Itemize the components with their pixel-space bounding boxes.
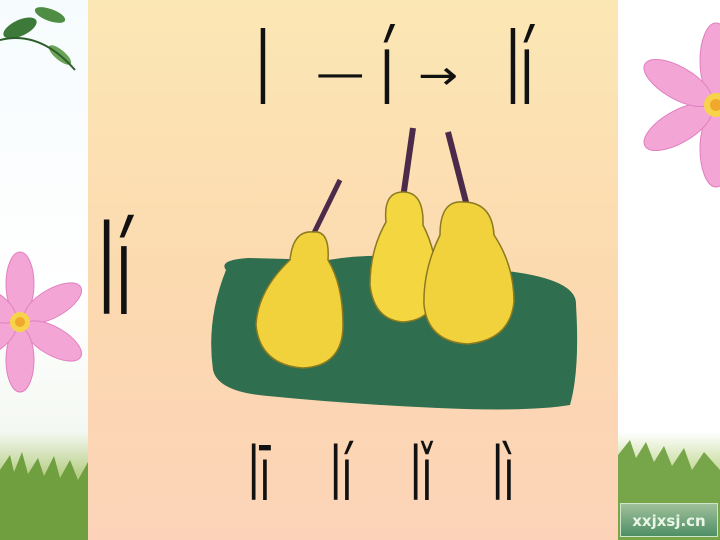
tone-syllable-4: lì: [492, 432, 515, 518]
watermark-logo: xxjxsj.cn: [620, 503, 718, 537]
left-syllable: lí: [98, 200, 133, 344]
pear-icon: [423, 131, 515, 345]
right-background: [618, 0, 720, 540]
grass-icon: [0, 452, 88, 540]
pear-icon: [369, 127, 439, 323]
tone-syllable-2: lí: [330, 432, 353, 518]
flower-icon: [643, 22, 720, 188]
tone-syllable-1: lī: [248, 432, 271, 518]
formula-initial: l: [256, 11, 270, 128]
pear-illustration: [211, 127, 578, 410]
left-background: [0, 0, 88, 540]
formula-final: í: [380, 11, 394, 128]
arrow-icon: →: [418, 53, 459, 99]
leaf-icon: [0, 7, 76, 71]
lesson-panel: l — í → lí lí lī lí lǐ lì: [88, 0, 618, 540]
formula-result: lí: [506, 11, 534, 128]
flower-icon: [0, 251, 82, 393]
left-decoration: [0, 7, 88, 540]
formula-dash: —: [316, 48, 365, 99]
pear-icon: [255, 178, 344, 369]
tone-syllable-3: lǐ: [410, 432, 433, 518]
right-decoration: [618, 22, 720, 540]
